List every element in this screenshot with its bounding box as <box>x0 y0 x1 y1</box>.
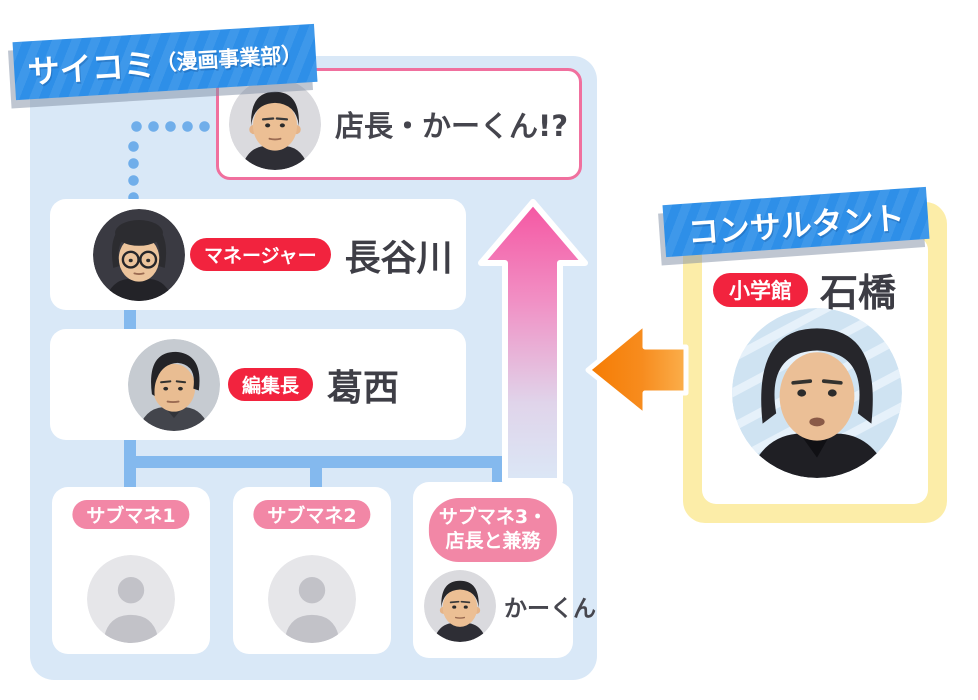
editor-box: 編集長 葛西 <box>50 329 466 440</box>
connector-drop-sub1 <box>124 467 136 488</box>
connector-manager-editor <box>124 310 136 330</box>
kakun-photo <box>229 78 321 170</box>
ishibashi-photo <box>732 308 902 478</box>
store-manager-label: 店長・かーくん!? <box>335 109 569 143</box>
orange-left-arrow <box>585 320 689 419</box>
editor-badge: 編集長 <box>228 368 314 401</box>
editor-name: 葛西 <box>327 367 400 409</box>
sub-manager-3-name: かーくん <box>504 596 596 622</box>
cycomi-subtitle: （漫画事業部） <box>154 42 304 76</box>
placeholder-avatar <box>268 555 356 643</box>
consultant-name: 石橋 <box>820 271 897 315</box>
kasai-photo <box>128 338 220 431</box>
dotted-connector-horizontal <box>128 121 225 132</box>
manager-box: マネージャー 長谷川 <box>50 199 466 310</box>
connector-drop-sub3 <box>492 467 504 483</box>
sub-manager-2-badge: サブマネ2 <box>253 500 371 529</box>
sub-manager-3-badge-line2: 店長と兼務 <box>445 530 541 552</box>
sub-manager-1-badge: サブマネ1 <box>72 500 190 529</box>
manager-name: 長谷川 <box>344 237 453 279</box>
dotted-connector-vertical <box>128 138 139 200</box>
sub-manager-3-badge: サブマネ3・ 店長と兼務 <box>428 498 558 562</box>
consultant-panel: 小学館 石橋 <box>683 202 947 523</box>
sub-manager-3-box: サブマネ3・ 店長と兼務 <box>413 482 596 658</box>
connector-editor-down <box>124 440 136 457</box>
sub-manager-3-badge-line1: サブマネ3・ <box>438 506 548 529</box>
store-manager-box: 店長・かーくん!? <box>216 68 582 180</box>
connector-drop-sub2 <box>310 467 322 488</box>
cycomi-title: サイコミ <box>26 45 157 92</box>
kakun-photo <box>424 570 496 642</box>
hasegawa-photo <box>93 208 185 301</box>
connector-horizontal-bar <box>124 456 504 468</box>
sub-manager-1-box: サブマネ1 <box>52 487 210 654</box>
sub-manager-2-box: サブマネ2 <box>233 487 391 654</box>
placeholder-avatar <box>87 555 175 643</box>
shogakukan-badge: 小学館 <box>713 272 808 307</box>
manager-badge: マネージャー <box>190 238 331 271</box>
